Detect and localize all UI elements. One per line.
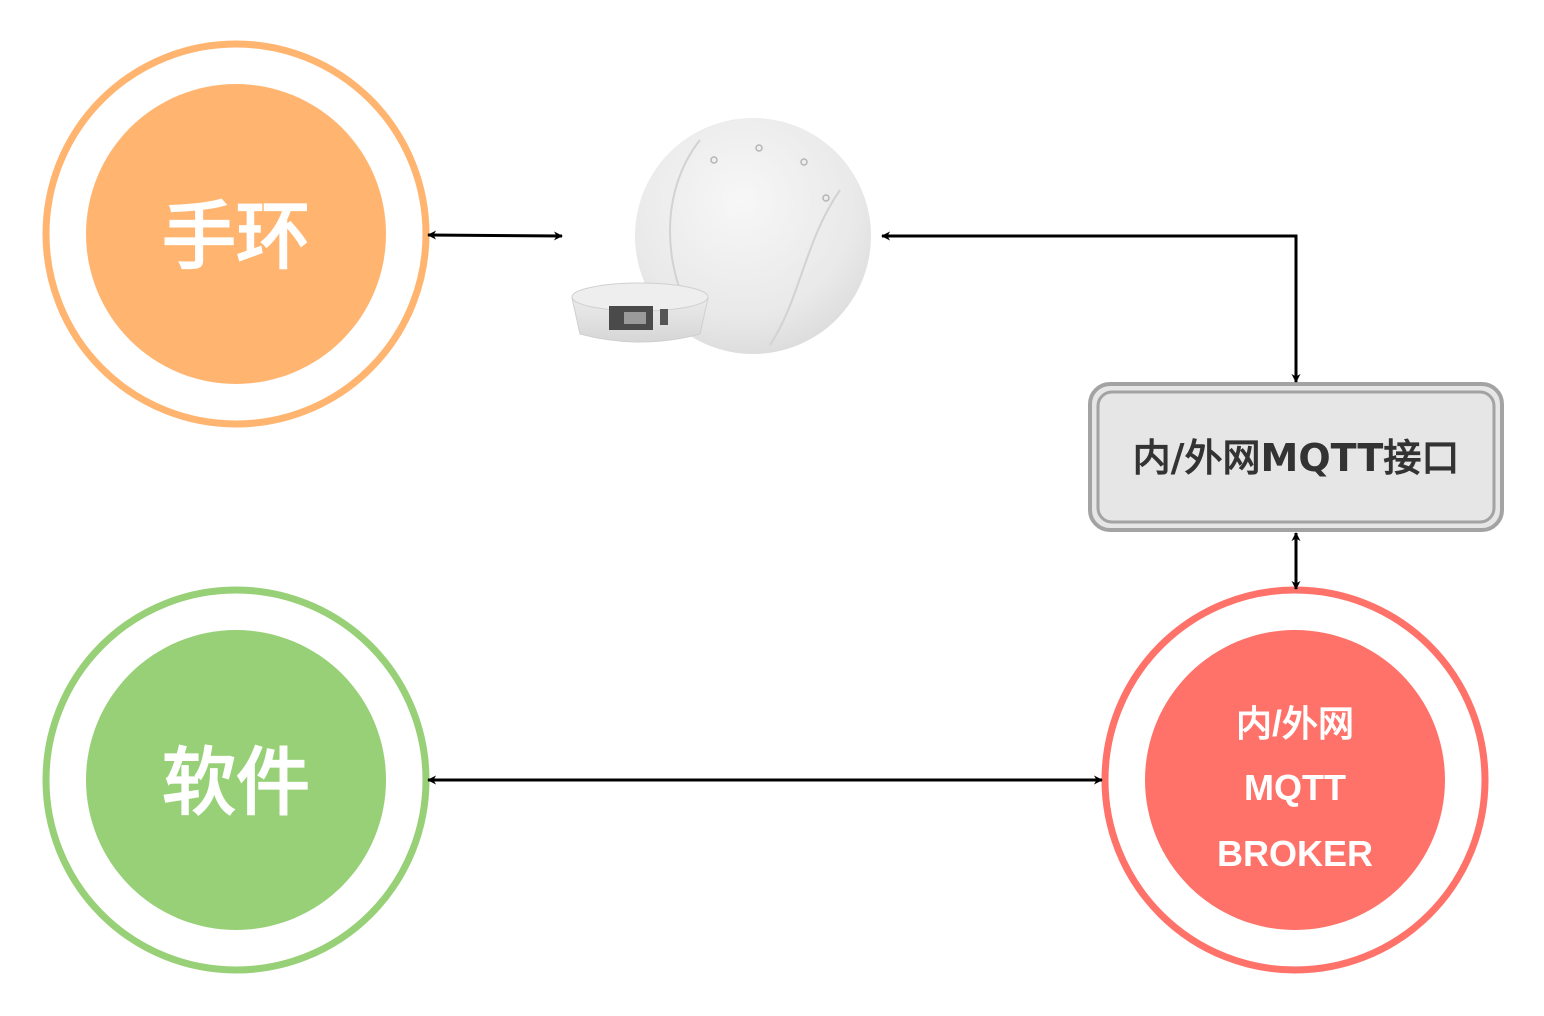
connector-wristband-gateway [427,230,563,241]
gateway-port-inner [624,312,646,324]
gateway-led [710,156,718,164]
gateway-led [755,144,763,152]
gateway-led [800,158,808,166]
software-circle [86,630,386,930]
connector-gateway-interface [881,231,1301,383]
broker-node[interactable]: 内/外网 MQTT BROKER [1101,586,1489,974]
mqtt-interface-box[interactable]: 内/外网MQTT接口 [1088,382,1504,532]
base-station-icon [571,118,871,354]
interface-box-inner [1096,390,1496,524]
gateway-port [660,309,668,325]
broker-circle [1145,630,1445,930]
software-node[interactable]: 软件 [42,586,430,974]
software-label: 软件 [162,740,310,826]
wristband-label: 手环 [162,194,310,280]
connectors [427,230,1301,785]
broker-label-line-1: 内/外网 [1236,703,1354,744]
interface-box-outer [1088,382,1504,532]
wristband-circle [86,84,386,384]
gateway-led [822,194,830,202]
wristband-node[interactable]: 手环 [42,40,430,428]
interface-label: 内/外网MQTT接口 [1133,436,1460,480]
broker-label-line-2: MQTT [1244,767,1346,808]
gateway-dome-seam [769,189,841,346]
broker-label-line-3: BROKER [1217,833,1373,874]
